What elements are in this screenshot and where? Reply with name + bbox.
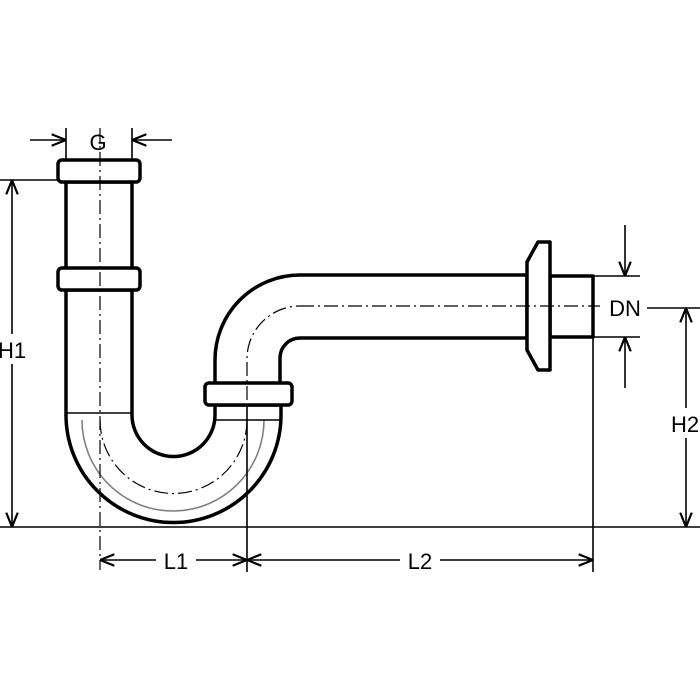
wall-flange — [525, 240, 552, 372]
label-l1: L1 — [164, 549, 188, 574]
label-g: G — [89, 130, 106, 155]
outlet-bend-pipe — [213, 273, 529, 388]
outlet-collar — [203, 381, 294, 407]
label-l2: L2 — [408, 549, 432, 574]
label-dn: DN — [609, 296, 641, 321]
label-h1: H1 — [0, 338, 26, 363]
label-h2: H2 — [671, 412, 699, 437]
inlet-cap — [56, 158, 142, 184]
inlet-collar — [56, 266, 142, 292]
inlet-pipe — [64, 180, 134, 272]
